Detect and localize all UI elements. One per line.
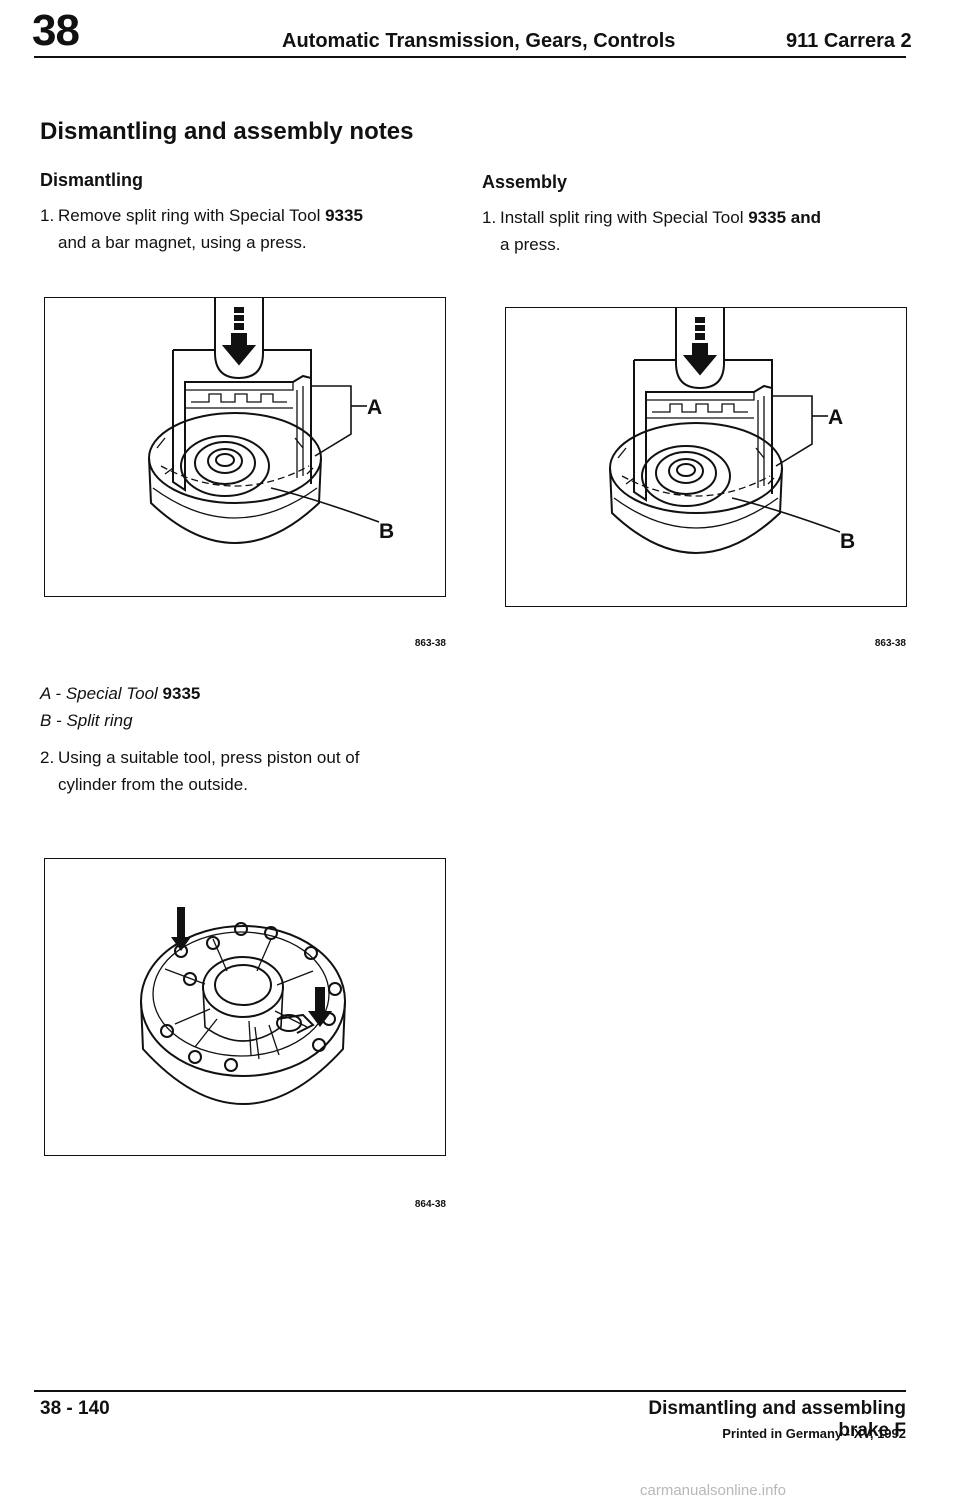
legend: A - Special Tool 9335 B - Split ring (40, 680, 200, 734)
step-text-continued: and a bar magnet, using a press. (58, 233, 307, 252)
figure-number: 863-38 (414, 638, 446, 649)
assembly-step-1: 1.Install split ring with Special Tool 9… (482, 204, 902, 258)
step-number: 1. (40, 206, 55, 225)
page-number: 38 - 140 (40, 1398, 110, 1419)
step-number: 2. (40, 748, 55, 767)
header-model: 911 Carrera 2 (786, 30, 912, 52)
label-a: A (828, 406, 843, 429)
figure-863-38-right: A B (505, 307, 907, 607)
footer-section: Dismantling and assembling brake F (648, 1398, 906, 1441)
legend-item-b: B - Split ring (40, 711, 133, 730)
step-number: 1. (482, 208, 497, 227)
chapter-number: 38 (32, 6, 80, 55)
tool-number: 9335 and (748, 208, 821, 227)
header-title: Automatic Transmission, Gears, Controls (282, 30, 676, 52)
step-text: Using a suitable tool, press piston out … (58, 748, 360, 767)
step-text: Install split ring with Special Tool (500, 208, 749, 227)
label-a: A (367, 396, 382, 419)
step-text: Remove split ring with Special Tool (58, 206, 326, 225)
assembly-heading: Assembly (482, 172, 568, 192)
figure-number: 863-38 (874, 638, 906, 649)
dismantling-step-1: 1.Remove split ring with Special Tool 93… (40, 202, 460, 256)
figure-number: 864-38 (414, 1199, 446, 1210)
legend-a-tool: 9335 (162, 684, 201, 703)
dismantling-heading: Dismantling (40, 170, 144, 190)
step-text-continued: cylinder from the outside. (58, 775, 248, 794)
legend-item-a: A - Special Tool 9335 (40, 680, 200, 707)
split-ring-removal-illustration: A B (148, 298, 394, 544)
split-ring-installation-illustration: A B (609, 308, 855, 554)
figure-864-38 (44, 858, 446, 1156)
watermark: carmanualsonline.info (640, 1482, 786, 1499)
figure-863-38-left: A B (44, 297, 446, 597)
label-b: B (379, 520, 394, 543)
printed-note: Printed in Germany - XV, 1992 (722, 1426, 906, 1441)
header-rule (34, 56, 906, 58)
footer-rule (34, 1390, 906, 1392)
label-b: B (840, 530, 855, 553)
section-title: Dismantling and assembly notes (40, 118, 414, 145)
step-text-continued: a press. (500, 235, 561, 254)
tool-number: 9335 (325, 206, 363, 225)
legend-a-text: A - Special Tool (40, 684, 163, 703)
piston-cylinder-illustration (140, 907, 346, 1105)
dismantling-step-2: 2.Using a suitable tool, press piston ou… (40, 744, 460, 798)
